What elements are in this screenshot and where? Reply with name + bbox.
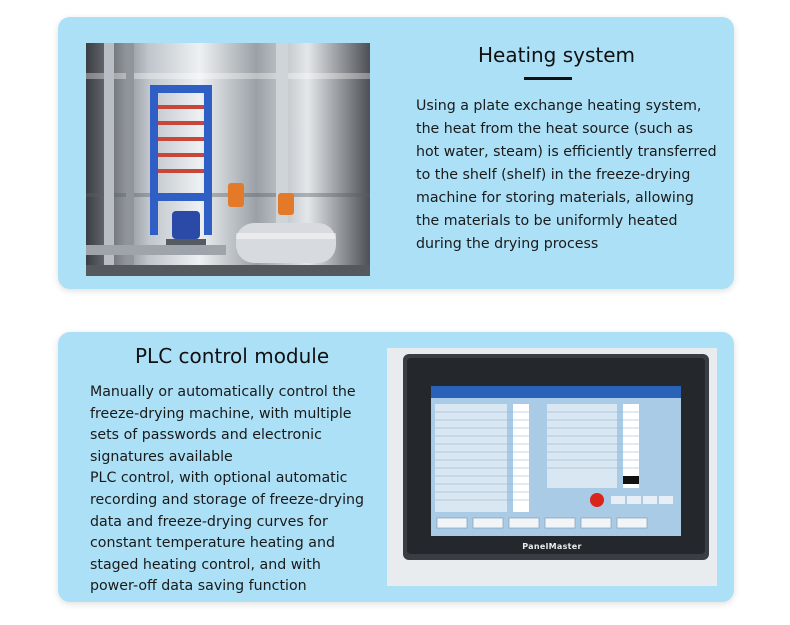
plc-control-description: Manually or automatically control the fr… (90, 382, 364, 598)
plc-desc-line: Manually or automatically control the (90, 384, 356, 400)
heating-desc-line: the heat from the heat source (such as (416, 121, 694, 137)
plc-desc-line: data and freeze-drying curves for (90, 513, 328, 530)
heating-title-underline (524, 77, 572, 80)
plc-control-title: PLC control module (135, 344, 330, 368)
heating-desc-line: machine for storing materials, allowing (416, 190, 694, 206)
heating-desc-line: Using a plate exchange heating system, (416, 98, 702, 114)
heating-desc-line: hot water, steam) is efficiently transfe… (416, 144, 717, 160)
plc-desc-line: constant temperature heating and (90, 535, 335, 552)
heating-desc-line: during the drying process (416, 236, 599, 252)
plc-control-card: PLC control module Manually or automatic… (58, 332, 734, 602)
plc-desc-line: freeze-drying machine, with multiple (90, 405, 352, 422)
plc-touchscreen-photo: PanelMaster (387, 348, 717, 586)
heating-desc-line: to the shelf (shelf) in the freeze-dryin… (416, 167, 691, 183)
heat-exchanger-photo (86, 43, 370, 276)
heating-desc-line: the materials to be uniformly heated (416, 213, 678, 229)
heating-system-card: Heating system Using a plate exchange he… (58, 17, 734, 289)
heat-exchanger-illustration (86, 43, 370, 276)
heating-system-title: Heating system (478, 43, 636, 67)
hmi-brand-label: PanelMaster (522, 542, 582, 551)
plc-desc-line: power-off data saving function (90, 578, 307, 595)
plc-desc-line: staged heating control, and with (90, 556, 321, 573)
hmi-panel-illustration (403, 354, 709, 560)
heating-system-description: Using a plate exchange heating system, t… (416, 95, 717, 256)
plc-desc-line: sets of passwords and electronic (90, 427, 322, 444)
plc-desc-line: PLC control, with optional automatic (90, 470, 348, 487)
plc-desc-line: signatures available (90, 448, 233, 465)
plc-desc-line: recording and storage of freeze-drying (90, 491, 365, 508)
